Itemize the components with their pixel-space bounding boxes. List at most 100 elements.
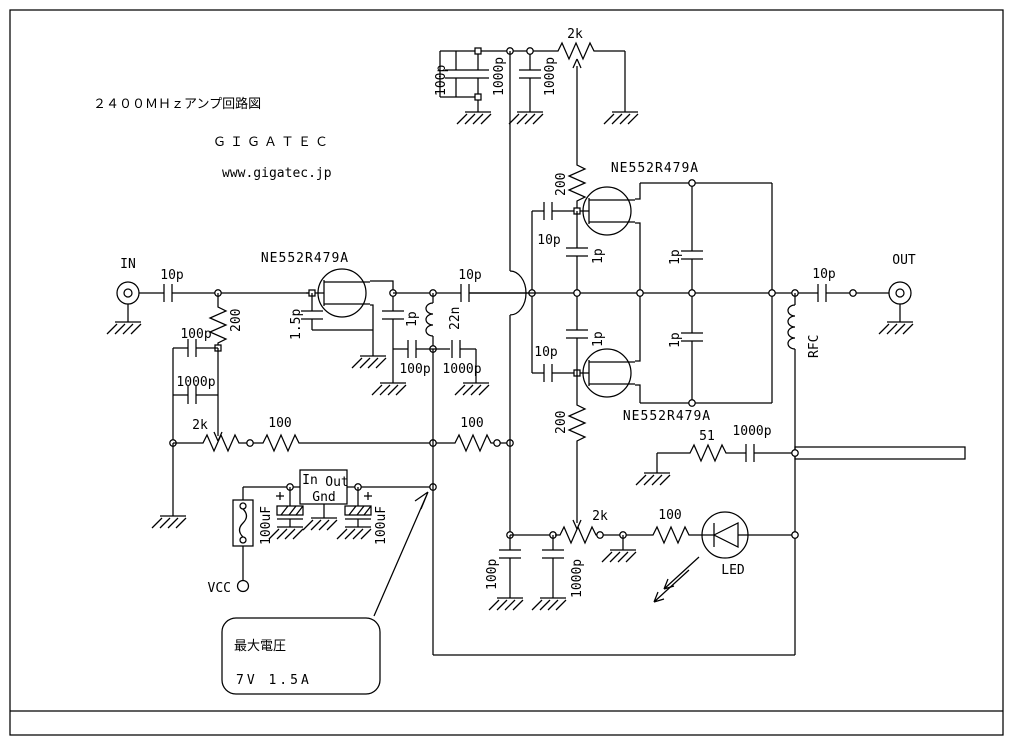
ground-symbol bbox=[878, 321, 914, 335]
ground-symbol bbox=[351, 355, 387, 369]
q3-upper-wire bbox=[635, 293, 641, 362]
label-c-d1: 1p bbox=[405, 311, 420, 327]
ground-symbol bbox=[531, 597, 567, 611]
label-c-e2: 100uF bbox=[374, 506, 389, 545]
label-c-term: 1000p bbox=[732, 424, 771, 439]
label-r-bias-b: 100 bbox=[460, 416, 483, 431]
potentiometer-input bbox=[197, 434, 243, 452]
label-q1: NE552R479A bbox=[261, 251, 349, 266]
ground-symbol bbox=[635, 472, 671, 486]
capacitor-feedback2 bbox=[565, 247, 589, 257]
ground-symbol bbox=[268, 526, 304, 540]
resistor-bias-a bbox=[257, 434, 303, 452]
led-diode-symbol bbox=[703, 521, 748, 549]
capacitor-drain1 bbox=[381, 310, 405, 320]
junction-node bbox=[636, 289, 644, 297]
callout-line1: 最大電圧 bbox=[234, 639, 286, 654]
capacitor-gate1 bbox=[300, 310, 324, 320]
resistor-bias-b bbox=[449, 434, 495, 452]
capacitor-gate3 bbox=[543, 363, 553, 383]
label-q2: NE552R479A bbox=[611, 161, 699, 176]
label-r-g2: 200 bbox=[554, 173, 569, 196]
ground-symbol bbox=[508, 111, 544, 125]
label-r-in: 200 bbox=[229, 309, 244, 332]
callout-line2: 7V 1.5A bbox=[236, 673, 312, 688]
led-light-arrow-icon bbox=[663, 556, 700, 590]
splitter bbox=[528, 211, 536, 373]
schematic-title: ２４００ＭＨｚアンプ回路図 bbox=[93, 96, 261, 112]
junction-node bbox=[596, 531, 604, 539]
fet3-stage: 10p NE552R479A 1p 1p 200 bbox=[532, 293, 773, 530]
out-connector-pin bbox=[895, 288, 905, 298]
junction-node bbox=[688, 399, 696, 407]
ground-symbol bbox=[151, 515, 187, 529]
label-c-g3: 10p bbox=[534, 345, 558, 360]
callout-box bbox=[221, 617, 381, 695]
inductor-rfc bbox=[787, 304, 796, 350]
input-stage: IN 10p bbox=[106, 257, 312, 335]
capacitor-feedback3 bbox=[565, 329, 589, 339]
title-block: ２４００ＭＨｚアンプ回路図 ＧＩＧＡＴＥＣ www.gigatec.jp bbox=[93, 96, 332, 181]
capacitor-bot2 bbox=[541, 549, 565, 559]
voltage-regulator-box bbox=[299, 469, 348, 505]
wiper-arrow-icon bbox=[572, 58, 582, 69]
junction-node bbox=[474, 93, 482, 101]
label-c-g1: 1.5p bbox=[289, 309, 304, 340]
input-bias-network: 200 100p 1000p 2k 100 100 bbox=[151, 293, 514, 529]
potentiometer-top bbox=[552, 42, 598, 60]
capacitor-bot1 bbox=[498, 549, 522, 559]
label-pot-bot: 2k bbox=[592, 509, 608, 524]
capacitor-top3 bbox=[518, 69, 542, 79]
out-connector-icon bbox=[888, 281, 912, 305]
label-r-led: 100 bbox=[658, 508, 681, 523]
fet1-stage: NE552R479A 1.5p 1p 22n 100p 1000p 10p bbox=[261, 251, 532, 396]
capacitor-out3 bbox=[680, 332, 704, 342]
label-c-o2: 1p bbox=[668, 249, 683, 265]
led-indicator: 100 LED bbox=[647, 508, 799, 603]
in-connector-icon bbox=[116, 281, 140, 305]
capacitor-out2 bbox=[680, 250, 704, 260]
junction-node bbox=[474, 47, 482, 55]
top-supply-section: 100p 1000p 1000p 2k 200 bbox=[434, 27, 639, 211]
vcc-label: VCC bbox=[208, 581, 231, 596]
power-regulator-section: VCC 100uF In Gnd Out 100uF bbox=[208, 349, 795, 656]
junction-node bbox=[688, 179, 696, 187]
label-c-stage: 10p bbox=[458, 268, 482, 283]
stripline-stub bbox=[794, 446, 966, 460]
q1-source-wire bbox=[312, 304, 374, 356]
ground-symbol bbox=[601, 549, 637, 563]
capacitor-bypass1 bbox=[407, 339, 417, 359]
company-url: www.gigatec.jp bbox=[222, 166, 332, 181]
label-c-e1: 100uF bbox=[259, 506, 274, 545]
junction-node bbox=[791, 531, 799, 539]
junction-node bbox=[688, 289, 696, 297]
label-c-byp2: 1000p bbox=[442, 362, 481, 377]
capacitor-interstage bbox=[460, 283, 470, 303]
plus-sign-icon bbox=[276, 492, 284, 500]
ground-symbol bbox=[456, 111, 492, 125]
ground-symbol bbox=[603, 111, 639, 125]
ground-symbol bbox=[302, 517, 338, 531]
fuse-element bbox=[238, 508, 248, 538]
resistor-gate2 bbox=[568, 159, 586, 205]
ground-symbol bbox=[488, 597, 524, 611]
label-q3: NE552R479A bbox=[623, 409, 711, 424]
capacitor-bypass2 bbox=[451, 339, 461, 359]
led-light-arrow-icon bbox=[653, 569, 690, 603]
label-c-byp1: 100p bbox=[399, 362, 430, 377]
label-c-in: 10p bbox=[160, 268, 184, 283]
resistor-term bbox=[684, 444, 730, 462]
junction-node bbox=[768, 289, 776, 297]
label-c-b2: 1000p bbox=[176, 375, 215, 390]
junction-node bbox=[849, 289, 857, 297]
label-r-term: 51 bbox=[699, 429, 715, 444]
callout-arrow-icon bbox=[373, 491, 429, 617]
junction-node bbox=[526, 47, 534, 55]
label-c-f3: 1p bbox=[591, 331, 606, 347]
max-voltage-callout: 最大電圧 7V 1.5A bbox=[221, 491, 429, 695]
potentiometer-bottom bbox=[554, 526, 600, 544]
ground-symbol bbox=[336, 526, 372, 540]
supply-rail bbox=[432, 349, 795, 656]
q1-drain-wire bbox=[370, 280, 394, 293]
